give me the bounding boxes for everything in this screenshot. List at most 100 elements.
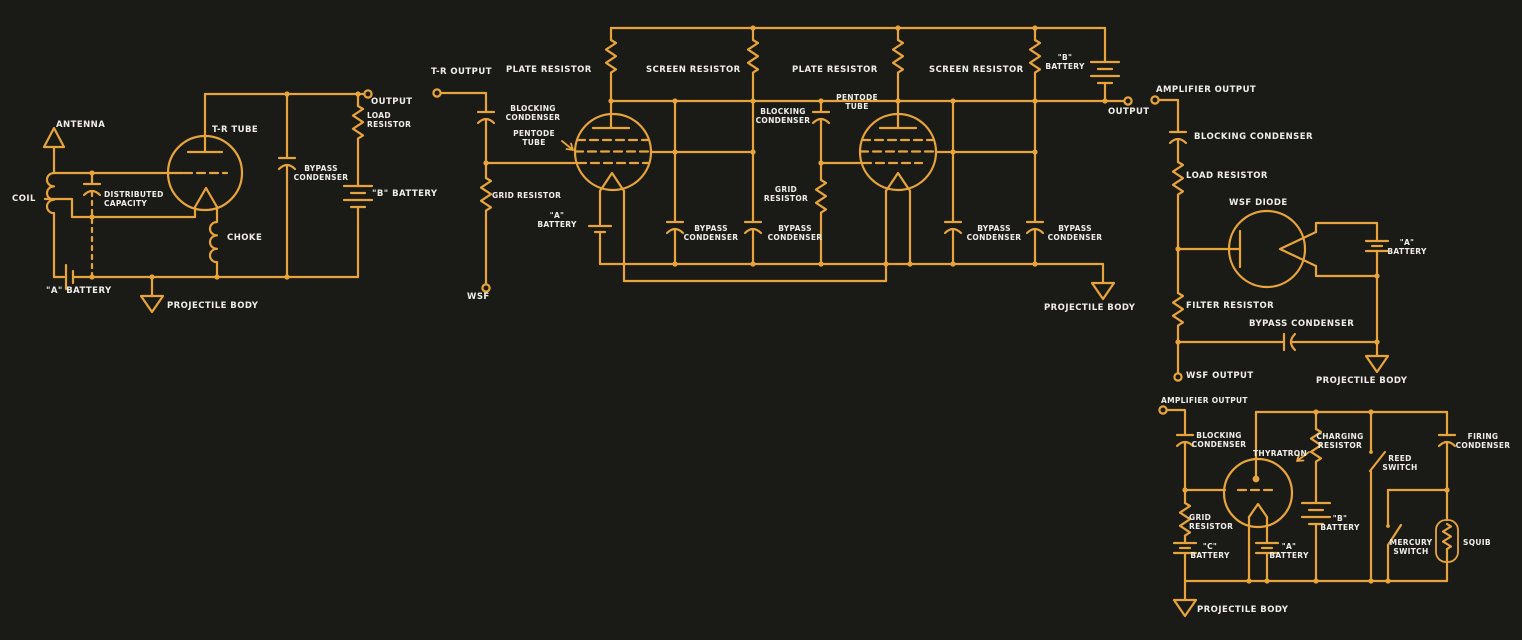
label-bypass-condenser-left: BYPASS CONDENSER [293, 164, 349, 183]
wsf-output-terminal [1173, 372, 1183, 382]
oscillator-top-bus [203, 89, 373, 99]
distributed-capacity-symbol [82, 171, 102, 279]
wsf-diode-symbol [1176, 209, 1379, 289]
label-bypass-condenser-b: BYPASS CONDENSER [767, 224, 823, 243]
c-battery-symbol [1172, 541, 1198, 583]
label-distributed-capacity: DISTRIBUTED CAPACITY [104, 190, 164, 209]
firing-condenser-symbol [1437, 410, 1457, 522]
a-battery-right-symbol [1364, 221, 1390, 358]
load-resistor-right-symbol [1171, 160, 1185, 196]
pentode-tube-2-symbol [858, 112, 938, 283]
amplifier-output-terminal-mid [1123, 96, 1133, 106]
label-coil: COIL [12, 194, 36, 204]
label-wsf-output: WSF OUTPUT [1186, 371, 1254, 381]
label-wsf-diode: WSF DIODE [1229, 198, 1288, 208]
wsf-diode-section [1150, 95, 1390, 382]
label-t-r-output: T-R OUTPUT [431, 67, 492, 77]
t-r-output-terminal [432, 88, 442, 98]
label-bypass-condenser-d: BYPASS CONDENSER [1047, 224, 1103, 243]
label-filter-resistor: FILTER RESISTOR [1186, 301, 1275, 311]
thyratron-symbol [1222, 410, 1310, 583]
label-plate-resistor-2: PLATE RESISTOR [792, 65, 878, 75]
label-reed-switch: REED SWITCH [1382, 454, 1418, 473]
screen-resistor-1-symbol [743, 26, 763, 266]
label-mercury-switch: MERCURY SWITCH [1389, 538, 1433, 557]
label-projectile-body-bottom: PROJECTILE BODY [1197, 605, 1289, 615]
label-choke: CHOKE [227, 233, 263, 243]
label-squib: SQUIB [1463, 538, 1491, 547]
b-battery-mid-symbol [1089, 26, 1121, 103]
amplifier-section [432, 25, 1133, 301]
label-thyratron: THYRATRON [1253, 449, 1308, 458]
label-c-battery: "C" BATTERY [1190, 542, 1230, 561]
label-blocking-condenser-3: BLOCKING CONDENSER [1194, 132, 1313, 142]
b-battery-left-symbol [342, 184, 374, 279]
label-bypass-condenser-right: BYPASS CONDENSER [1249, 319, 1355, 329]
label-screen-resistor-1: SCREEN RESISTOR [646, 65, 741, 75]
label-projectile-body-right: PROJECTILE BODY [1316, 376, 1408, 386]
label-pentode-tube-2: PENTODE TUBE [836, 93, 878, 112]
mercury-switch-symbol [1386, 488, 1449, 583]
label-amplifier-output-1: AMPLIFIER OUTPUT [1156, 85, 1257, 95]
label-blocking-condenser-4: BLOCKING CONDENSER [1191, 431, 1247, 450]
antenna-symbol [42, 126, 66, 175]
label-load-resistor-left: LOAD RESISTOR [367, 111, 412, 130]
label-grid-resistor-3: GRID RESISTOR [1189, 513, 1234, 532]
label-load-resistor-right: LOAD RESISTOR [1186, 171, 1268, 181]
b-battery-bottom-symbol [1300, 501, 1332, 583]
pentode-tube-1-symbol [561, 112, 653, 283]
label-bypass-condenser-c: BYPASS CONDENSER [966, 224, 1022, 243]
load-resistor-left-symbol [351, 92, 365, 188]
label-b-battery-mid: "B" BATTERY [1045, 53, 1085, 72]
label-charging-resistor: CHARGING RESISTOR [1316, 432, 1364, 451]
label-a-battery-left: "A" BATTERY [46, 286, 112, 296]
label-grid-resistor-2: GRID RESISTOR [763, 185, 809, 204]
plate-resistor-2-symbol [891, 26, 905, 130]
label-bypass-condenser-a: BYPASS CONDENSER [683, 224, 739, 243]
projectile-body-ground-mid [1090, 262, 1116, 301]
label-screen-resistor-2: SCREEN RESISTOR [929, 65, 1024, 75]
label-projectile-body-left: PROJECTILE BODY [167, 301, 259, 311]
filter-resistor-symbol [1171, 291, 1185, 327]
label-amplifier-output-2: AMPLIFIER OUTPUT [1161, 396, 1248, 405]
projectile-body-ground-left [139, 275, 165, 314]
label-antenna: ANTENNA [56, 120, 106, 130]
label-a-battery-bottom: "A" BATTERY [1269, 542, 1309, 561]
charging-resistor-symbol [1309, 410, 1323, 505]
bypass-condenser-a-symbol [665, 99, 685, 266]
label-output-mid: OUTPUT [1108, 107, 1150, 117]
t-r-tube-symbol [166, 92, 244, 224]
grid-resistor-2-symbol [814, 178, 828, 214]
label-t-r-tube: T-R TUBE [212, 125, 259, 135]
projectile-body-ground-bottom [1172, 579, 1198, 618]
label-b-battery-bottom: "B" BATTERY [1320, 514, 1360, 533]
label-b-battery-left: "B" BATTERY [372, 189, 438, 199]
a-battery-mid-symbol [587, 224, 613, 266]
bypass-condenser-left-symbol [277, 92, 297, 279]
label-output-left: OUTPUT [371, 97, 413, 107]
choke-symbol [208, 220, 219, 279]
label-blocking-condenser-1: BLOCKING CONDENSER [505, 104, 561, 123]
label-pentode-tube-1: PENTODE TUBE [513, 129, 555, 148]
label-a-battery-mid: "A" BATTERY [537, 211, 577, 230]
label-plate-resistor-1: PLATE RESISTOR [506, 65, 592, 75]
label-grid-resistor-1: GRID RESISTOR [492, 191, 562, 200]
bypass-condenser-right-symbol [1176, 332, 1379, 352]
amplifier-output-terminal-2 [1158, 405, 1168, 415]
output-terminal-left [363, 89, 373, 99]
label-a-battery-right: "A" BATTERY [1387, 238, 1427, 257]
amplifier-output-terminal-1 [1150, 95, 1160, 105]
squib-symbol [1435, 519, 1459, 583]
label-projectile-body-mid: PROJECTILE BODY [1044, 303, 1136, 313]
label-blocking-condenser-2: BLOCKING CONDENSER [755, 107, 811, 126]
t-r-output-input [432, 88, 577, 293]
wsf-terminal [481, 283, 491, 293]
label-firing-condenser: FIRING CONDENSER [1455, 432, 1511, 451]
a-battery-bottom-symbol [1254, 541, 1280, 583]
firing-section [1158, 405, 1459, 618]
projectile-body-ground-right [1364, 354, 1390, 374]
grid-resistor-1-symbol [479, 176, 493, 212]
reed-switch-symbol [1368, 410, 1387, 583]
